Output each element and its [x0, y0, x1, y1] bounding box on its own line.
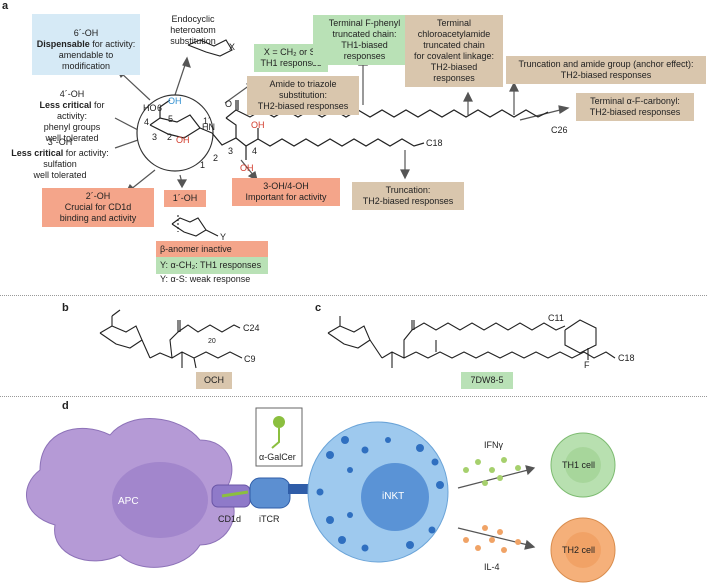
ifng-dots: [463, 457, 521, 486]
il4-dots: [463, 525, 521, 553]
three-oh-label: OH: [240, 163, 254, 173]
num-1-label: 1: [200, 160, 206, 170]
four-oh-label: OH: [251, 120, 265, 130]
ifng-label: IFNγ: [484, 440, 503, 450]
7dw8-f-label: F: [584, 360, 590, 370]
terminal-alpha-f-box: Terminal α-F-carbonyl: TH2-biased respon…: [576, 93, 694, 121]
itcr-label: iTCR: [259, 514, 280, 524]
y-label: Y: [220, 232, 227, 242]
ring-1-prime-label: 1´: [203, 116, 212, 126]
endocyclic-note: Endocyclic heteroatom substitution: [170, 14, 216, 46]
cd1d-label: CD1d: [218, 514, 242, 524]
galcer-label: α-GalCer: [259, 452, 296, 462]
truncation-box: Truncation: TH2-biased responses: [352, 182, 464, 210]
ring-4-label: 4: [144, 117, 150, 127]
och-c9-label: C9: [244, 354, 256, 364]
ho-label: HO: [143, 103, 157, 113]
inkt-granules: [316, 436, 444, 552]
two-prime-oh-label: OH: [176, 135, 190, 145]
apc-label: APC: [118, 496, 139, 507]
th2-label: TH2 cell: [562, 545, 596, 555]
inkt-nucleus: [361, 463, 429, 531]
x-label: X: [229, 42, 236, 52]
ring-6-label: 6: [157, 103, 163, 113]
one-oh-box: 1´-OH: [164, 190, 206, 207]
och-c24-label: C24: [243, 323, 260, 333]
galcer-box: [255, 407, 303, 467]
hn-label: HN: [202, 122, 215, 132]
th1-label: TH1 cell: [562, 460, 596, 470]
panel-a-letter: a: [2, 0, 9, 12]
truncation-amide-box: Truncation and amide group (anchor effec…: [506, 56, 706, 84]
ring-5-label: 5: [168, 114, 174, 124]
terminal-chloro-box: Terminal chloroacetylamide truncated cha…: [405, 15, 503, 87]
ring-2-label: 2: [167, 132, 173, 142]
num-3-label: 3: [228, 146, 234, 156]
amide-triazole-box: Amide to triazole substitution: TH2-bias…: [247, 76, 359, 115]
carbonyl-o-label: O: [225, 99, 233, 109]
panel-d-letter: d: [62, 400, 69, 412]
y-alpha-s-note: Y: α-S: weak response: [160, 274, 251, 284]
panel-c-letter: c: [315, 302, 322, 314]
itcr-receptor: [249, 477, 291, 509]
7dw8-name-box: 7DW8-5: [461, 372, 513, 389]
apc-nucleus: [112, 462, 208, 538]
och-name-box: OCH: [196, 372, 232, 389]
7dw8-c18-label: C18: [618, 353, 635, 363]
panel-b-letter: b: [62, 302, 69, 314]
inkt-label: iNKT: [382, 491, 405, 502]
7dw8-5-structure: [327, 316, 616, 368]
separator-bd: [0, 396, 707, 397]
six-prime-oh-label: OH: [168, 96, 182, 106]
7dw8-c11-label: C11: [548, 313, 564, 323]
y-alpha-ch2-box: Y: α-CH₂: TH1 responses: [156, 257, 268, 274]
ring-3-label: 3: [152, 132, 158, 142]
och-structure: [99, 309, 243, 369]
num-4-label: 4: [252, 146, 258, 156]
c18-label: C18: [426, 138, 443, 148]
och-20-label: 20: [208, 338, 216, 345]
separator-ab: [0, 295, 707, 296]
two-oh-box: 2´-OH Crucial for CD1d binding and activ…: [42, 188, 154, 227]
c26-label: C26: [551, 125, 568, 135]
terminal-fphenyl-box: Terminal F-phenyl truncated chain: TH1-b…: [313, 15, 416, 65]
beta-anomer-box: β-anomer inactive: [156, 241, 268, 258]
three-four-oh-box: 3-OH/4-OH Important for activity: [232, 178, 340, 206]
num-2-label: 2: [213, 153, 219, 163]
il4-label: IL-4: [484, 562, 500, 572]
